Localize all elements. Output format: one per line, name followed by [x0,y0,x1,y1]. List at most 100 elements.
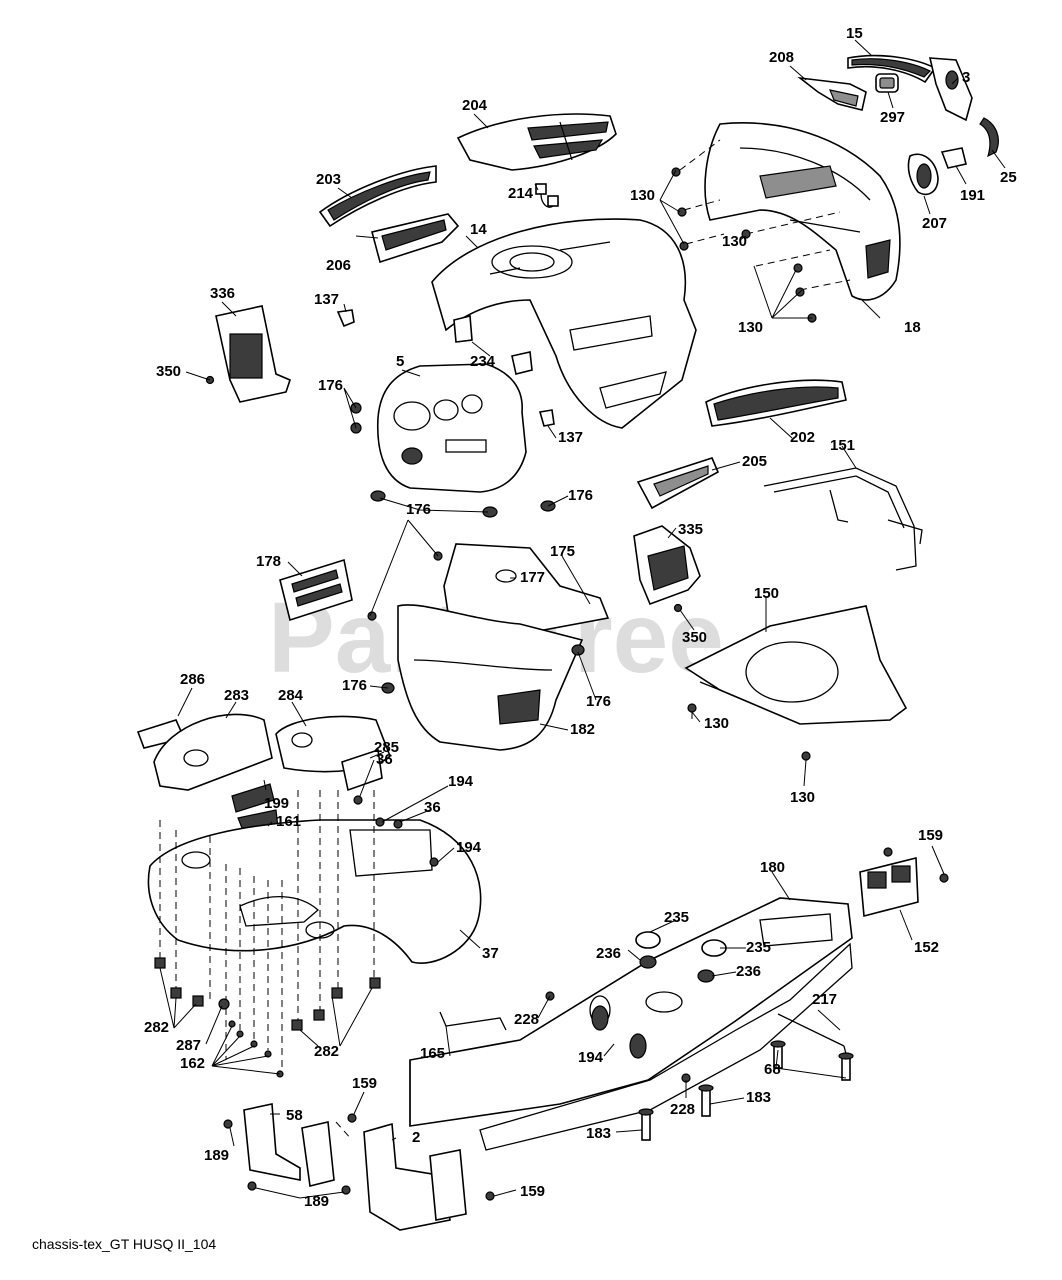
callout-176-e: 176 [586,693,611,710]
callout-2: 2 [412,1129,420,1146]
callout-25: 25 [1000,169,1017,186]
part-165-rod [439,1011,507,1031]
callout-217: 217 [812,991,837,1008]
part-217-rod [777,1013,847,1055]
callout-228-b: 228 [670,1101,695,1118]
callout-235-a: 235 [664,909,689,926]
part-3-side-panel [928,57,973,122]
callout-183-a: 183 [746,1089,771,1106]
callout-283: 283 [224,687,249,704]
callout-286: 286 [180,671,205,688]
part-25-clip [979,117,999,158]
callout-199: 199 [264,795,289,812]
part-2-bracket [335,1113,495,1231]
callout-191: 191 [960,187,985,204]
callout-183-b: 183 [586,1125,611,1142]
part-180-frame [409,897,853,1151]
callout-176-d: 176 [342,677,367,694]
callout-228-a: 228 [514,1011,539,1028]
part-297-clip [875,73,899,93]
callout-151: 151 [830,437,855,454]
part-207-bezel [907,153,939,196]
part-150-footrest [684,605,908,725]
callout-130-e: 130 [790,789,815,806]
callout-214: 214 [508,185,534,202]
callout-194-c: 194 [578,1049,604,1066]
leader-lines [159,39,1006,1199]
callout-130-b: 130 [722,233,747,250]
callout-130-c: 130 [738,319,763,336]
part-208-bracket [797,76,867,111]
part-58-bracket [223,1103,351,1195]
callout-152: 152 [914,939,939,956]
callout-282-a: 282 [144,1019,169,1036]
callout-176-b: 176 [568,487,593,504]
callout-336: 336 [210,285,235,302]
callout-18: 18 [904,319,921,336]
callout-236-b: 236 [736,963,761,980]
callout-176-a: 176 [318,377,343,394]
part-335-panel [633,525,701,606]
callout-130-d: 130 [704,715,729,732]
callout-5: 5 [396,353,404,370]
part-285-plate [341,748,383,792]
callout-178: 178 [256,553,281,570]
callout-189-a: 189 [204,1147,229,1164]
callout-58: 58 [286,1107,303,1124]
part-191-clip [940,147,967,169]
callout-203: 203 [316,171,341,188]
callout-236-a: 236 [596,945,621,962]
screws-130-lower [687,703,811,761]
part-234-clip [453,314,533,375]
callout-labels: 15 208 3 297 25 191 207 204 203 214 14 2… [144,25,1017,1210]
diagram-caption: chassis-tex_GT HUSQ II_104 [32,1236,217,1252]
callout-350-b: 350 [682,629,707,646]
screws-130-upper [671,139,851,323]
callout-350-a: 350 [156,363,181,380]
part-178-grille [279,558,353,622]
part-206-grille [371,213,460,264]
callout-165: 165 [420,1045,445,1062]
part-15-strip [847,54,937,84]
bolts-228-183-68 [545,991,854,1141]
part-214-connector [535,183,559,208]
callout-175: 175 [550,543,575,560]
callout-182: 182 [570,721,595,738]
callout-130-a: 130 [630,187,655,204]
part-37-fender [147,819,482,964]
part-350-screw-lower [673,603,683,613]
part-5-dashboard [376,363,527,493]
part-151-bracket [763,467,923,571]
callout-189-b: 189 [304,1193,329,1210]
callout-176-c: 176 [406,501,431,518]
part-336-side-panel [215,305,291,403]
callout-297: 297 [880,109,905,126]
callout-282-b: 282 [314,1043,339,1060]
callout-206: 206 [326,257,351,274]
callout-234: 234 [470,353,496,370]
callout-68: 68 [764,1061,781,1078]
callout-202: 202 [790,429,815,446]
part-137-clip-lower [538,409,555,427]
callout-15: 15 [846,25,863,42]
callout-205: 205 [742,453,767,470]
part-137-clip-upper [336,309,355,328]
part-14-body-panel [431,218,697,429]
callout-162: 162 [180,1055,205,1072]
callout-204: 204 [462,97,488,114]
part-202-grille [705,379,847,427]
callout-36-b: 36 [424,799,441,816]
callout-285: 285 [374,739,399,756]
callout-159-b: 159 [352,1075,377,1092]
callout-287: 287 [176,1037,201,1054]
callout-14: 14 [470,221,487,238]
callout-180: 180 [760,859,785,876]
part-205-trim [636,457,720,510]
callout-194-a: 194 [448,773,474,790]
callout-161: 161 [276,813,301,830]
callout-335: 335 [678,521,703,538]
part-283-cover [153,713,273,791]
callout-137-a: 137 [314,291,339,308]
part-152-rear-bracket [859,856,919,918]
